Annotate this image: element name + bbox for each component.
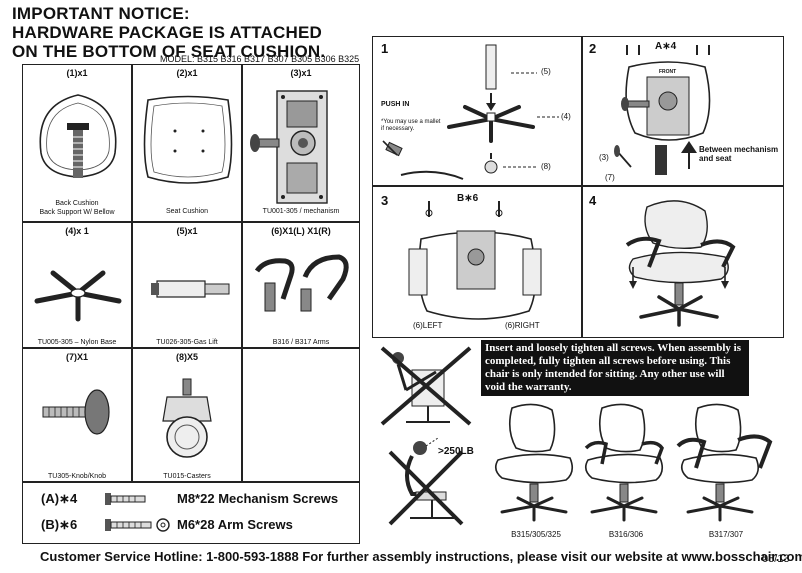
screw-a-desc: M8*22 Mechanism Screws [177,491,339,506]
step-2-note: Between mechanism and seat [699,145,779,163]
notice-title: IMPORTANT NOTICE: [12,4,190,23]
step-4-chair-icon [625,200,736,327]
step-3-illustration [408,201,542,320]
step-2-callout-7: (7) [605,173,615,182]
chair-b316-icon [584,403,664,522]
step-2-screw-a: A∗4 [655,41,677,52]
part-6-cell: (6)X1(L) X1(R) B316 / B317 Arms [242,222,360,348]
chair-b317-icon [676,403,773,522]
part-3-qty: (3)x1 [290,68,312,78]
screws-panel: (A)∗4 M8*22 Mechanism Screws (B)∗6 M6*28… [22,482,360,544]
no-standing-icon [380,346,472,426]
screw-b-label: (B)∗6 [41,517,78,532]
mallet-note: *You may use a mallet if necessary. [381,119,441,132]
part-8-cell: (8)X5 TU015-Casters [132,348,242,482]
warning-box: Insert and loosely tighten all screws. W… [481,340,749,396]
part-1-caption: Back Cushion Back Support W/ Bellow [39,200,115,216]
part-6-qty: (6)X1(L) X1(R) [271,226,331,236]
step-1-callout-5: (5) [541,67,551,76]
knob-icon [42,389,110,435]
part-7-qty: (7)X1 [65,352,88,362]
notice-line-2: HARDWARE PACKAGE IS ATTACHED [12,23,323,42]
chair-model-2: B316/306 [608,530,644,539]
part-8-caption: TU015-Casters [163,473,211,480]
step-1-illustration [382,44,559,180]
screw-a-label: (A)∗4 [41,491,78,506]
mechanism-icon [250,90,328,204]
part-2-qty: (2)x1 [176,68,198,78]
part-4-qty: (4)x 1 [65,226,89,236]
part-6-caption: B316 / B317 Arms [272,339,330,346]
step-1-cell: 1 PUSH IN *You may use a mallet if neces… [372,36,582,186]
right-arm-label: (6)RIGHT [505,321,540,330]
step-1-callout-4: (4) [561,112,571,121]
footer-hotline: Customer Service Hotline: 1-800-593-1888… [40,549,802,564]
revision-date: 08/13 [762,553,790,565]
step-2-cell: 2 A∗4 FRONT Between mechanism and seat (… [582,36,784,186]
part-5-qty: (5)x1 [176,226,198,236]
chair-model-1: B315/305/325 [511,530,561,539]
back-cushion-icon [39,94,117,178]
model-list: MODEL: B315 B316 B317 B307 B305 B306 B32… [160,54,360,64]
left-arm-label: (6)LEFT [413,321,443,330]
step-3-cell: 3 B∗6 (6)LEFT (6)RIGHT [372,186,582,338]
part-7-caption: TU305-Knob/Knob [48,473,106,480]
step-3-number: 3 [381,193,389,208]
part-1-cell: (1)x1 Back Cushion Back Support W/ Bello… [22,64,132,222]
part-4-caption: TU005-305 – Nylon Base [37,339,117,346]
part-7-cell: (7)X1 TU305-Knob/Knob [22,348,132,482]
step-4-cell: 4 [582,186,784,338]
part-5-cell: (5)x1 TU026-305-Gas Lift [132,222,242,348]
nylon-base-icon [34,270,122,322]
notice-line-3: ON THE BOTTOM OF SEAT CUSHION. [12,42,326,61]
part-2-cell: (2)x1 Seat Cushion [132,64,242,222]
step-2-callout-3: (3) [599,153,609,162]
important-notice: IMPORTANT NOTICE: HARDWARE PACKAGE IS AT… [12,4,325,61]
screw-b-desc: M6*28 Arm Screws [177,517,293,532]
screw-b-icon [105,518,170,532]
weight-limit-label: >250LB [438,446,474,457]
step-4-number: 4 [589,193,597,208]
part-4-cell: (4)x 1 TU005-305 – Nylon Base [22,222,132,348]
arms-icon [254,254,349,312]
chair-b315-icon [494,403,574,522]
chair-model-3: B317/307 [708,530,744,539]
step-1-callout-8: (8) [541,162,551,171]
screw-a-icon [105,493,146,505]
weight-limit-icon [388,437,464,526]
part-3-cell: (3)x1 TU001-305 / mechanism [242,64,360,222]
part-2-caption: Seat Cushion [165,208,209,215]
part-8-qty: (8)X5 [175,352,198,362]
seat-cushion-icon [143,95,233,184]
caster-icon [162,378,212,458]
part-5-caption: TU026-305-Gas Lift [156,339,218,346]
step-2-number: 2 [589,41,597,56]
step-2-illustration [614,45,711,175]
empty-cell [242,348,360,482]
push-in-label: PUSH IN [381,101,410,108]
gas-lift-icon [151,280,230,298]
part-3-caption: TU001-305 / mechanism [262,208,340,215]
step-1-number: 1 [381,41,389,56]
part-1-qty: (1)x1 [66,68,88,78]
front-label: FRONT [659,69,677,75]
step-3-screw-b: B∗6 [457,193,479,204]
